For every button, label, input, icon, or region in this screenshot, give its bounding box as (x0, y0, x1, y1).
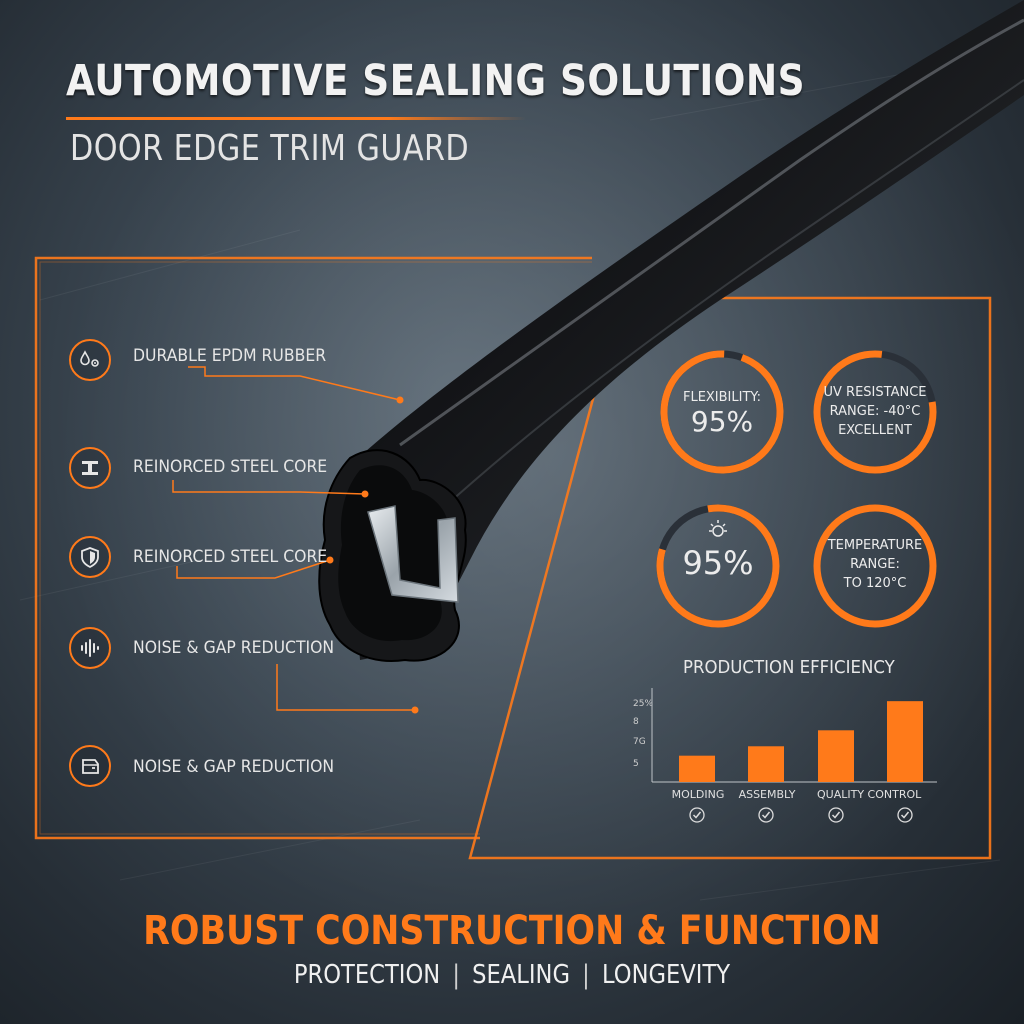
chart-title: PRODUCTION EFFICIENCY (683, 657, 895, 678)
footer-title: ROBUST CONSTRUCTION & FUNCTION (143, 908, 881, 954)
x-label-quality-control: QUALITY CONTROL (817, 788, 922, 801)
check-circle-icon (897, 807, 913, 823)
footer-separator: | (582, 960, 590, 990)
temperature-range-label: RANGE: (850, 557, 900, 572)
footer-item-longevity: LONGEVITY (601, 960, 731, 990)
y-tick-label: 25% (633, 699, 654, 709)
temperature-label: TEMPERATURE (827, 538, 923, 553)
water-drop-gear-icon (69, 339, 111, 381)
sun-icon (709, 520, 727, 537)
page-title: AUTOMOTIVE SEALING SOLUTIONS (66, 56, 806, 106)
y-tick-label: 5 (633, 759, 639, 769)
title-underline (66, 117, 526, 120)
footer-item-sealing: SEALING (472, 960, 571, 990)
feature-label-noise-2: NOISE & GAP REDUCTION (133, 757, 335, 777)
bar-unlabeled (887, 701, 923, 782)
y-tick-label: 7G (633, 737, 646, 747)
sound-wave-icon (69, 627, 111, 669)
production-efficiency-chart (651, 688, 937, 823)
sun-stat: 95% (660, 518, 776, 582)
check-circle-icon (828, 807, 844, 823)
flexibility-value: 95% (690, 405, 754, 438)
check-circle-icon (758, 807, 774, 823)
check-circle-icon (689, 807, 705, 823)
feature-label-noise-1: NOISE & GAP REDUCTION (133, 638, 335, 658)
feature-label-steel-core-2: REINORCED STEEL CORE (133, 547, 328, 567)
car-door-icon (69, 745, 111, 787)
flexibility-stat: FLEXIBILITY: 95% (664, 390, 780, 438)
sun-value: 95% (682, 544, 754, 582)
footer-separator: | (452, 960, 460, 990)
flexibility-label: FLEXIBILITY: (682, 390, 762, 405)
feature-label-steel-core-1: REINORCED STEEL CORE (133, 457, 328, 477)
footer-item-protection: PROTECTION (293, 960, 441, 990)
steel-beam-icon (69, 447, 111, 489)
x-label-assembly: ASSEMBLY (738, 788, 796, 801)
uv-resistance-stat: UV RESISTANCE RANGE: -40°C EXCELLENT (817, 383, 933, 440)
shield-icon (69, 536, 111, 578)
bar-assembly (748, 746, 784, 782)
temperature-stat: TEMPERATURE RANGE: TO 120°C (817, 536, 933, 593)
bar-quality-control (818, 730, 854, 782)
uv-rating: EXCELLENT (838, 423, 912, 438)
feature-label-epdm: DURABLE EPDM RUBBER (133, 346, 327, 366)
x-label-molding: MOLDING (671, 788, 725, 801)
y-tick-label: 8 (633, 717, 639, 727)
page-subtitle: DOOR EDGE TRIM GUARD (70, 128, 470, 169)
uv-range: RANGE: -40°C (829, 404, 921, 419)
uv-label: UV RESISTANCE (823, 385, 927, 400)
footer-tagline: PROTECTION | SEALING | LONGEVITY (67, 960, 958, 990)
temperature-value: TO 120°C (843, 576, 907, 591)
bar-molding (679, 755, 715, 782)
